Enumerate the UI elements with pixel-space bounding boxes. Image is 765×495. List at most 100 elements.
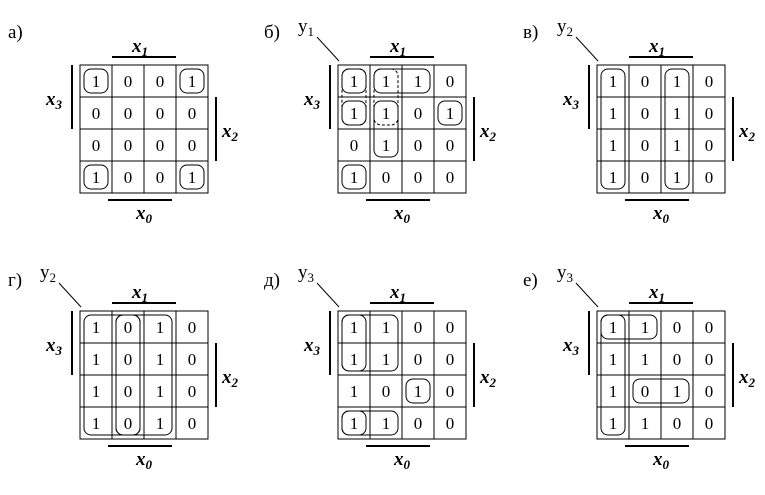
kmap-cell: 1	[609, 382, 618, 401]
kmap-cell: 1	[382, 414, 391, 433]
x1-label-main: x	[131, 282, 142, 303]
grouping-loop	[341, 100, 367, 126]
kmap-cell: 1	[350, 318, 359, 337]
grouping-loop	[600, 68, 626, 190]
x2-label-main: x	[221, 121, 232, 142]
x1-label-sub: 1	[659, 44, 666, 59]
grouping-loop	[341, 314, 367, 372]
output-label-sub: 3	[308, 270, 315, 285]
kmap-cell: 0	[124, 350, 133, 369]
kmap-cell: 1	[673, 104, 682, 123]
kmap-cell: 1	[382, 136, 391, 155]
x1-label: x1	[389, 36, 406, 59]
x1-label: x1	[389, 282, 406, 305]
kmap-cell: 0	[124, 168, 133, 187]
kmap-cell: 0	[188, 350, 197, 369]
output-label-main: у	[557, 262, 567, 283]
kmap-cell: 0	[641, 168, 650, 187]
grouping-loop	[632, 378, 690, 404]
output-leader-line	[316, 36, 340, 62]
grouping-loop	[341, 68, 367, 94]
kmap-cell: 1	[188, 168, 197, 187]
output-label-main: у	[557, 16, 567, 37]
grouping-loop	[405, 378, 431, 404]
kmap-cell: 1	[414, 72, 423, 91]
x1-label-sub: 1	[400, 290, 407, 305]
kmap-cell: 1	[382, 318, 391, 337]
kmap-cell: 1	[382, 350, 391, 369]
kmap-cell: 0	[156, 104, 165, 123]
x0-label-sub: 0	[663, 457, 670, 472]
x2-label-sub: 2	[748, 375, 756, 390]
x0-label-main: x	[652, 203, 663, 224]
x1-label: x1	[648, 36, 665, 59]
x1-label-sub: 1	[400, 44, 407, 59]
x3-label: x3	[45, 89, 63, 112]
kmap-cell: 0	[446, 72, 455, 91]
kmap-cell: 0	[156, 136, 165, 155]
grouping-loop	[373, 100, 399, 158]
kmap-cell: 0	[705, 318, 714, 337]
x2-label-main: x	[479, 121, 490, 142]
panel-label: г)	[8, 270, 22, 291]
kmap-cell: 1	[382, 104, 391, 123]
x2-label-main: x	[479, 367, 490, 388]
kmap-cell: 0	[705, 350, 714, 369]
x1-label-main: x	[648, 282, 659, 303]
grouping-loop	[179, 164, 205, 190]
kmap-cell: 0	[188, 104, 197, 123]
grouping-loop	[341, 164, 367, 190]
x3-label-main: x	[303, 89, 314, 110]
kmap-cell: 0	[446, 318, 455, 337]
output-label: у1	[298, 16, 314, 39]
kmap-cell: 1	[446, 104, 455, 123]
x3-label-main: x	[562, 335, 573, 356]
x2-label-sub: 2	[231, 129, 239, 144]
x2-label: x2	[479, 367, 497, 390]
output-leader-line	[575, 36, 599, 62]
x1-label-main: x	[389, 282, 400, 303]
kmap-cell: 0	[641, 72, 650, 91]
kmap-cell: 1	[156, 414, 165, 433]
x3-label: x3	[303, 89, 321, 112]
kmap-cell: 1	[641, 350, 650, 369]
kmap-cell: 0	[446, 168, 455, 187]
kmap-cell: 1	[156, 318, 165, 337]
kmap-cell: 1	[350, 72, 359, 91]
kmap-cell: 1	[414, 382, 423, 401]
output-leader-line	[58, 282, 82, 308]
kmap-cell: 1	[673, 382, 682, 401]
x2-label-sub: 2	[489, 129, 497, 144]
kmap-cell: 0	[414, 168, 423, 187]
kmap-cell: 1	[350, 382, 359, 401]
output-label-main: у	[40, 262, 50, 283]
grouping-loop	[600, 314, 658, 340]
kmap-cell: 1	[609, 168, 618, 187]
kmap-cell: 0	[673, 414, 682, 433]
kmap-cell: 1	[350, 350, 359, 369]
kmap-cell: 1	[609, 318, 618, 337]
grouping-loop	[341, 410, 367, 436]
x1-label-main: x	[131, 36, 142, 57]
kmap-cell: 0	[188, 136, 197, 155]
kmap-cell: 0	[705, 72, 714, 91]
output-label-main: у	[298, 16, 308, 37]
kmap-cell: 0	[188, 414, 197, 433]
panel-label: д)	[264, 270, 280, 291]
kmap-cell: 1	[641, 414, 650, 433]
kmap-cell: 1	[350, 104, 359, 123]
kmap-cell: 0	[446, 414, 455, 433]
x3-label-sub: 3	[313, 343, 321, 358]
kmap-cell: 1	[92, 414, 101, 433]
x3-label-main: x	[303, 335, 314, 356]
kmap-cell: 1	[609, 136, 618, 155]
kmap-cell: 0	[705, 382, 714, 401]
kmap-cell: 0	[350, 136, 359, 155]
kmap-cell: 1	[156, 350, 165, 369]
